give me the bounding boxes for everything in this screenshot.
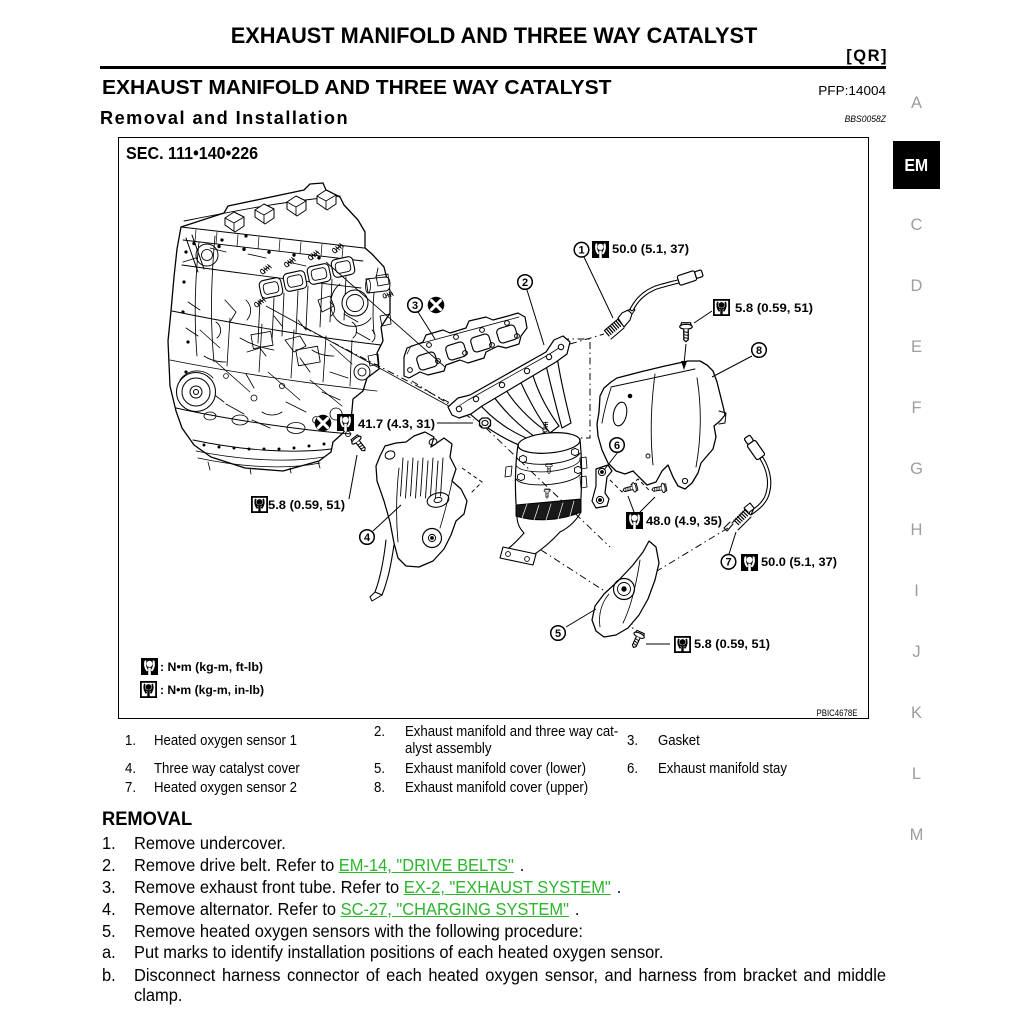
- svg-text:50.0 (5.1, 37): 50.0 (5.1, 37): [612, 242, 689, 256]
- svg-text:8: 8: [756, 345, 762, 357]
- svg-text:41.7 (4.3, 31): 41.7 (4.3, 31): [358, 417, 435, 431]
- svg-text:3: 3: [412, 300, 418, 312]
- svg-text:4: 4: [364, 532, 371, 544]
- svg-text:7: 7: [725, 557, 731, 569]
- svg-text:5.8 (0.59, 51): 5.8 (0.59, 51): [735, 301, 813, 315]
- svg-text:5.8 (0.59, 51): 5.8 (0.59, 51): [694, 637, 770, 651]
- svg-text:2: 2: [522, 277, 528, 289]
- svg-text:: N•m (kg-m, in-lb): : N•m (kg-m, in-lb): [160, 683, 264, 697]
- svg-text:6: 6: [614, 440, 620, 452]
- svg-text:: N•m (kg-m, ft-lb): : N•m (kg-m, ft-lb): [160, 660, 263, 674]
- svg-text:5: 5: [555, 628, 561, 640]
- svg-text:48.0 (4.9, 35): 48.0 (4.9, 35): [646, 514, 722, 528]
- svg-text:1: 1: [578, 245, 584, 257]
- svg-text:50.0 (5.1, 37): 50.0 (5.1, 37): [761, 555, 837, 569]
- svg-text:PBIC4678E: PBIC4678E: [817, 708, 858, 718]
- svg-text:5.8 (0.59, 51): 5.8 (0.59, 51): [268, 498, 345, 512]
